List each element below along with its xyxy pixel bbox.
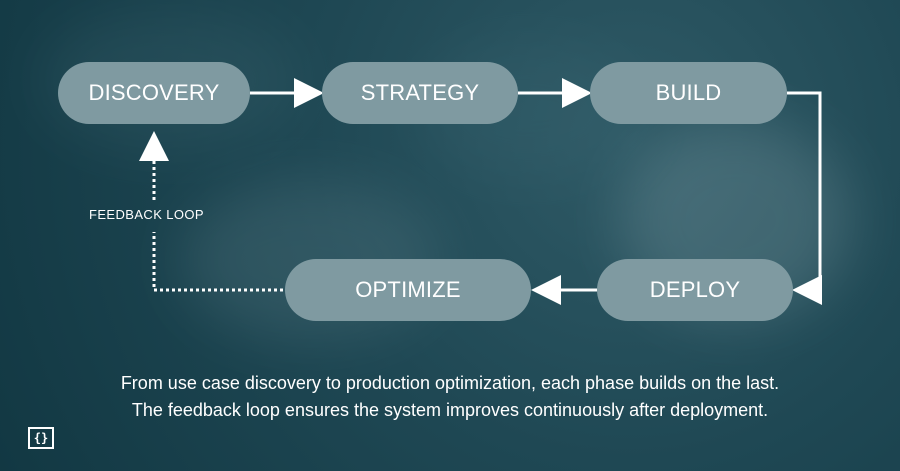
- brand-logo-icon: {}: [28, 427, 54, 449]
- node-optimize: OPTIMIZE: [285, 259, 531, 321]
- node-build: BUILD: [590, 62, 787, 124]
- feedback-loop-dotted-line: [152, 232, 283, 292]
- caption-line-1: From use case discovery to production op…: [120, 373, 780, 393]
- node-strategy: STRATEGY: [322, 62, 518, 124]
- node-deploy: DEPLOY: [597, 259, 793, 321]
- feedback-loop-label: FEEDBACK LOOP: [89, 207, 205, 222]
- node-discovery: DISCOVERY: [58, 62, 250, 124]
- arrow-build-to-deploy: [787, 91, 822, 305]
- caption-line-2: The feedback loop ensures the system imp…: [131, 400, 769, 420]
